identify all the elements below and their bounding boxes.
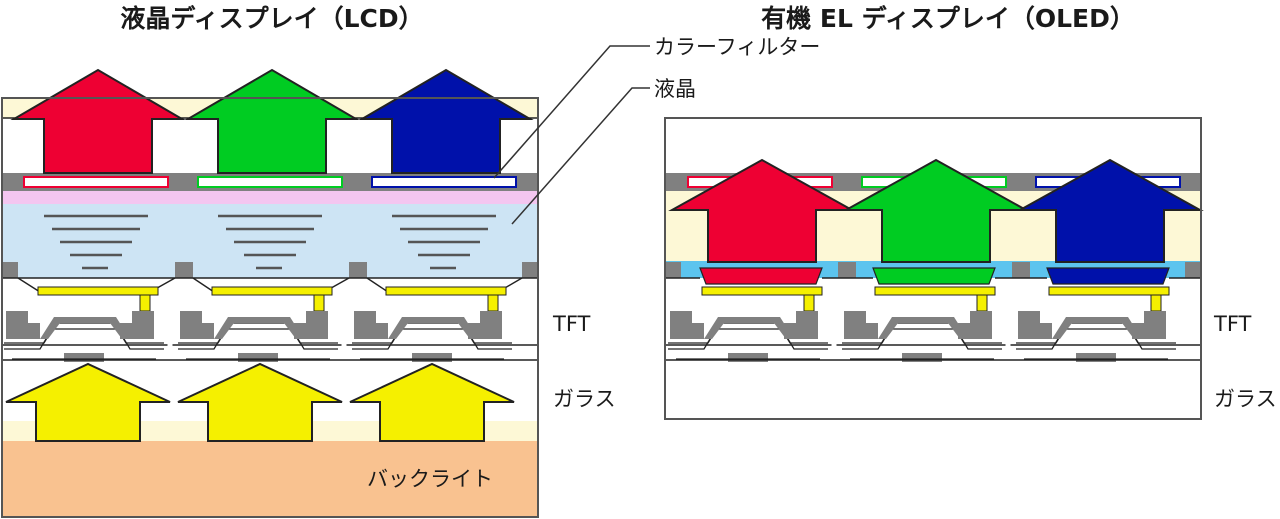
lcd-pixel-electrodes bbox=[37, 286, 507, 312]
leader-lines bbox=[493, 45, 650, 225]
liquid-crystal-label: 液晶 bbox=[654, 77, 696, 101]
backlight-arrow bbox=[177, 362, 343, 442]
green-color-filter bbox=[197, 176, 343, 188]
backlight-arrow bbox=[5, 362, 171, 442]
blue-light-arrow bbox=[358, 68, 534, 174]
backlight-label: バックライト bbox=[367, 467, 493, 491]
oled-green-light-arrow bbox=[842, 158, 1030, 263]
lcd-tft-layer bbox=[2, 300, 538, 363]
red-color-filter bbox=[23, 176, 169, 188]
blue-emissive-layer bbox=[1046, 267, 1170, 285]
green-emissive-layer bbox=[872, 267, 996, 285]
backlight-layer bbox=[2, 441, 538, 517]
red-emissive-layer bbox=[699, 267, 823, 285]
oled-anodes bbox=[701, 286, 1170, 312]
color-filter-label: カラーフィルター bbox=[654, 35, 820, 59]
lcd-title: 液晶ディスプレイ（LCD） bbox=[120, 4, 423, 33]
oled-blue-light-arrow bbox=[1016, 158, 1204, 263]
blue-color-filter bbox=[371, 176, 517, 188]
liquid-crystal-molecules bbox=[44, 214, 496, 270]
lcd-panel: バックライト bbox=[1, 68, 539, 518]
oled-tft-layer bbox=[665, 300, 1201, 363]
backlight-arrow bbox=[349, 362, 515, 442]
alignment-layer bbox=[2, 191, 538, 204]
red-light-arrow bbox=[10, 68, 186, 174]
lcd-glass-label: ガラス bbox=[553, 387, 616, 411]
oled-glass-label: ガラス bbox=[1214, 387, 1277, 411]
oled-red-light-arrow bbox=[668, 158, 856, 263]
lcd-tft-label: TFT bbox=[552, 312, 591, 336]
oled-panel bbox=[664, 117, 1204, 420]
oled-tft-label: TFT bbox=[1213, 312, 1252, 336]
green-light-arrow bbox=[184, 68, 360, 174]
oled-title: 有機 EL ディスプレイ（OLED） bbox=[761, 4, 1135, 33]
